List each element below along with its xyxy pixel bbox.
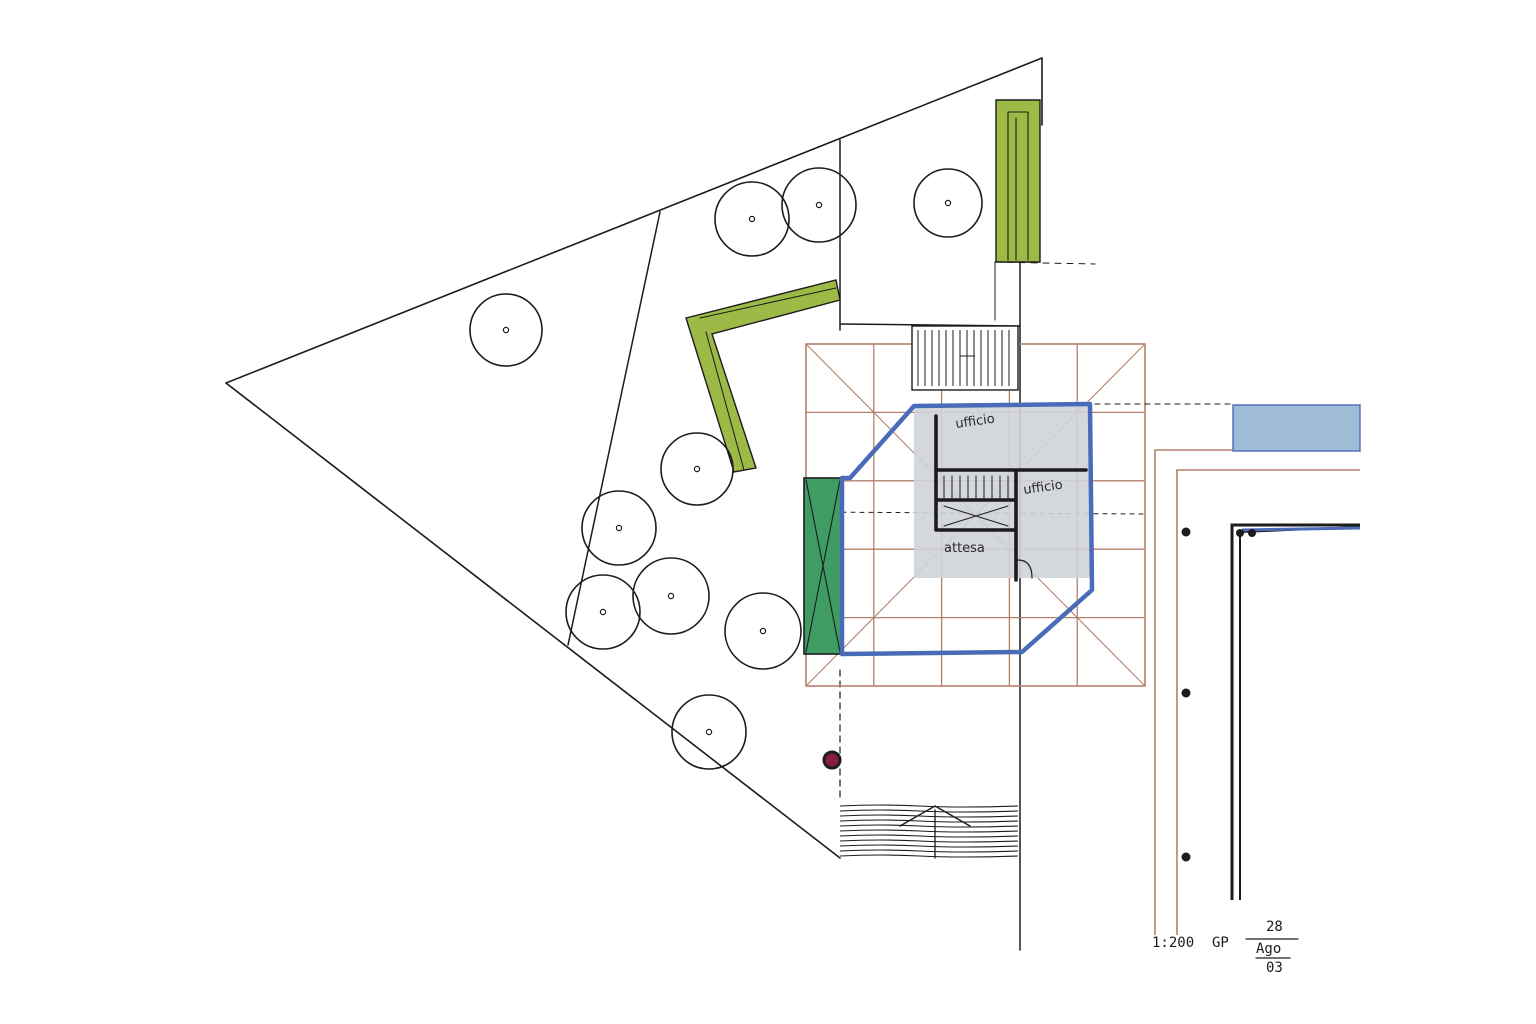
room-label-office-right: ufficio [1022, 478, 1063, 498]
hedge-vertical [995, 99, 1041, 263]
title-block: 1:200 GP 28 Ago 03 [1152, 919, 1299, 976]
date-month: Ago [1256, 941, 1281, 957]
room-label-waiting: attesa [944, 541, 985, 556]
room-label-office-top: ufficio [954, 412, 995, 432]
tree-icon [469, 293, 543, 367]
tree-icon [781, 167, 857, 243]
building: ufficio ufficio attesa [839, 401, 1095, 657]
hedge-bent [685, 279, 841, 473]
building-outline [839, 401, 1095, 657]
column-dot-icon [822, 750, 842, 770]
tree-icon [913, 168, 983, 238]
tree-icon [724, 592, 802, 670]
courtyard [803, 477, 843, 655]
tree-icon [581, 490, 657, 566]
initials: GP [1212, 935, 1229, 951]
tree-icon [660, 432, 734, 506]
stair-north [911, 325, 1019, 391]
site-boundary [225, 57, 1043, 859]
hedge-strips [685, 99, 1041, 473]
scale-text: 1:200 [1152, 935, 1194, 951]
tree-icon [565, 574, 641, 650]
street [1154, 404, 1361, 935]
trees [469, 167, 983, 770]
date-day: 28 [1266, 919, 1283, 935]
tree-icon [632, 557, 710, 635]
pool [1232, 404, 1361, 452]
arrow-icon [899, 805, 971, 827]
entrance-steps [839, 804, 1019, 859]
tree-icon [714, 181, 790, 257]
date-year: 03 [1266, 960, 1283, 976]
tree-icon [671, 694, 747, 770]
